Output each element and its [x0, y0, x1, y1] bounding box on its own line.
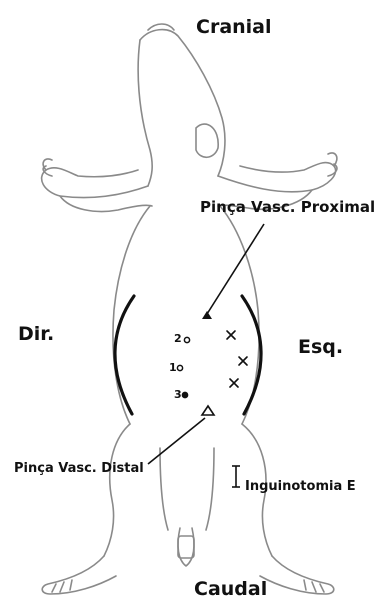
- x-markers: [227, 331, 247, 387]
- right-forelimb-upper: [218, 163, 336, 192]
- proximal-clamp-leader: [207, 224, 264, 314]
- ear: [196, 124, 218, 157]
- right-inner-leg: [160, 448, 168, 530]
- cranial-label: Cranial: [196, 18, 272, 37]
- site-marker-2: [184, 337, 189, 342]
- x-marker-middle: [239, 357, 247, 365]
- marker-2-label: 2: [174, 333, 182, 344]
- head-right-contour: [140, 30, 225, 176]
- right-thigh: [104, 424, 130, 556]
- distal-clamp-marker: [202, 406, 214, 415]
- left-forelimb-upper: [42, 168, 148, 198]
- distal-clamp-leader: [148, 418, 205, 464]
- body-outline: [42, 24, 337, 594]
- x-marker-lower: [230, 379, 238, 387]
- site-marker-1: [177, 365, 182, 370]
- left-inner-leg: [206, 448, 214, 530]
- marker-1-label: 1: [169, 362, 177, 373]
- left-side-label: Esq.: [298, 338, 343, 357]
- site-marker-3: [182, 392, 187, 397]
- distal-clamp-label: Pinça Vasc. Distal: [14, 462, 144, 475]
- marker-3-label: 3: [174, 389, 182, 400]
- caudal-label: Caudal: [194, 580, 267, 599]
- right-flank-incision: [115, 296, 134, 414]
- torso-right-side: [113, 206, 150, 424]
- inguinotomy-bracket: [232, 466, 240, 487]
- proximal-clamp-label: Pinça Vasc. Proximal: [200, 200, 375, 215]
- right-side-label: Dir.: [18, 325, 54, 344]
- clamp-markers: [202, 311, 214, 415]
- tail-clip: [178, 536, 194, 558]
- proximal-clamp-marker: [202, 311, 212, 319]
- head-left-contour: [138, 40, 152, 186]
- x-marker-upper: [227, 331, 235, 339]
- inguinotomy-label: Inguinotomia E: [245, 480, 356, 493]
- tail: [178, 528, 194, 566]
- left-forelimb-lower: [60, 196, 152, 211]
